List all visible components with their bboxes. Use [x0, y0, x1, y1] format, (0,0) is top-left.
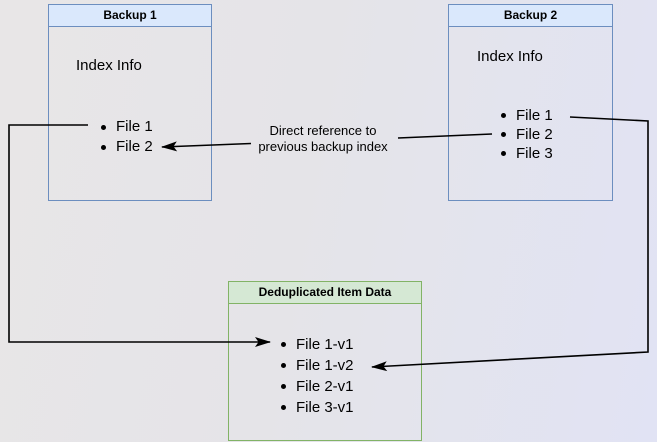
backup2-file-list: File 1 File 2 File 3 [501, 106, 553, 163]
list-item: File 1-v1 [281, 334, 354, 355]
backup1-index-info-label: Index Info [76, 57, 142, 74]
dedup-title: Deduplicated Item Data [229, 282, 421, 304]
direct-reference-label-line1: Direct reference to [269, 123, 377, 138]
list-item: File 3-v1 [281, 397, 354, 418]
list-item: File 3 [501, 144, 553, 163]
dedup-file-list: File 1-v1 File 1-v2 File 2-v1 File 3-v1 [281, 334, 354, 418]
backup2-box: Backup 2 Index Info File 1 File 2 File 3 [448, 4, 613, 201]
backup2-title: Backup 2 [449, 5, 612, 27]
backup1-file-list: File 1 File 2 [101, 117, 153, 157]
direct-reference-label: Direct reference to previous backup inde… [238, 123, 408, 155]
list-item: File 1 [501, 106, 553, 125]
dedup-box: Deduplicated Item Data File 1-v1 File 1-… [228, 281, 422, 441]
list-item: File 1 [101, 117, 153, 137]
list-item: File 2-v1 [281, 376, 354, 397]
backup1-title: Backup 1 [49, 5, 211, 27]
backup2-index-info-label: Index Info [477, 48, 543, 65]
list-item: File 2 [101, 137, 153, 157]
direct-reference-label-line2: previous backup index [258, 139, 388, 154]
list-item: File 2 [501, 125, 553, 144]
list-item: File 1-v2 [281, 355, 354, 376]
backup1-box: Backup 1 Index Info File 1 File 2 [48, 4, 212, 201]
